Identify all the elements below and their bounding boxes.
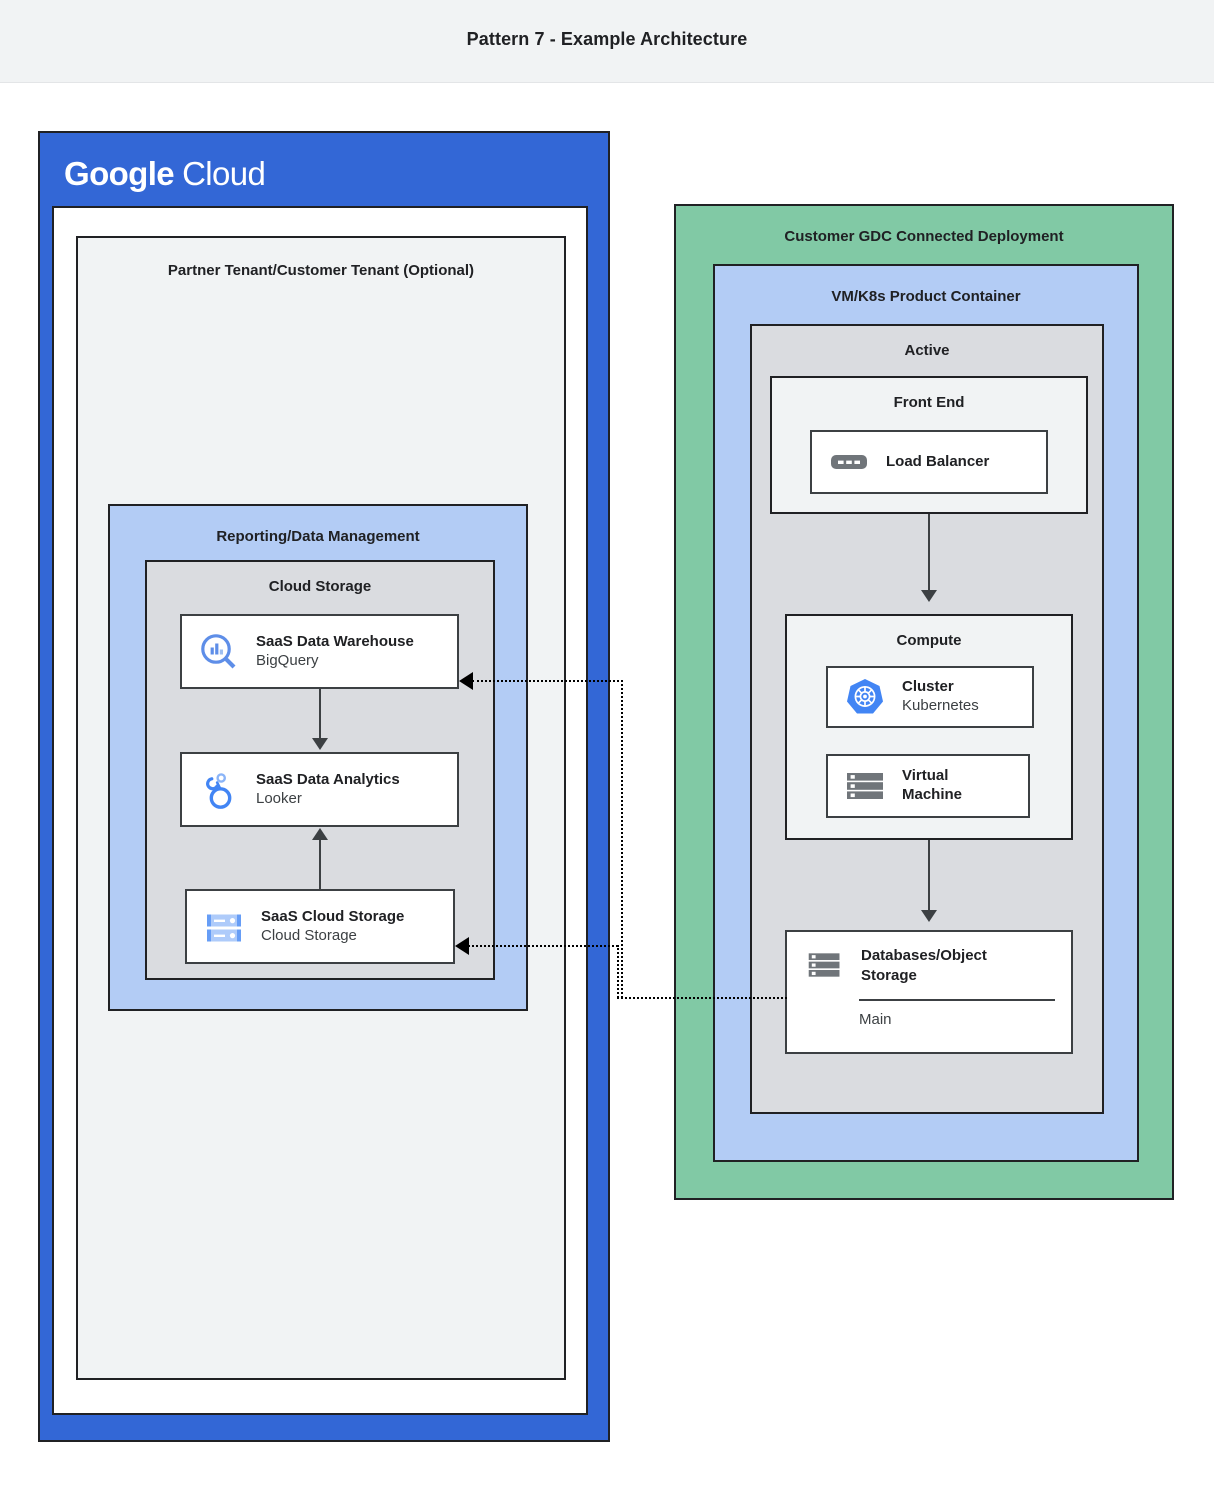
gcp-project-box: Partner Tenant/Customer Tenant (Optional… [52, 206, 588, 1415]
database-icon [803, 946, 847, 986]
db-footer-label: Main [859, 1010, 892, 1028]
card-virtual-machine[interactable]: Virtual Machine [826, 754, 1030, 818]
vm-k8s-title: VM/K8s Product Container [831, 288, 1021, 305]
card-title: SaaS Data Warehouse [256, 632, 414, 650]
card-saas-data-analytics-text: SaaS Data Analytics Looker [256, 771, 457, 809]
kubernetes-icon [842, 674, 888, 720]
active-title: Active [904, 342, 950, 359]
connector-db-to-bigquery-arrowhead [459, 672, 473, 690]
db-head: Databases/Object Storage [787, 932, 1071, 987]
arrow-frontend-to-compute [928, 514, 930, 592]
card-title: Load Balancer [886, 452, 990, 470]
card-title: Databases/Object [861, 947, 987, 964]
page-title: Pattern 7 - Example Architecture [466, 29, 748, 49]
header-bar: Pattern 7 - Example Architecture [0, 0, 1214, 83]
card-subtitle: Kubernetes [902, 697, 979, 714]
arrow-storage-to-analytics-head [312, 828, 328, 840]
load-balancer-icon [826, 439, 872, 485]
front-end-title: Front End [893, 394, 965, 411]
partner-tenant-box: Partner Tenant/Customer Tenant (Optional… [76, 236, 566, 1380]
card-title: Cluster [902, 678, 954, 696]
card-saas-data-warehouse-text: SaaS Data Warehouse BigQuery [256, 633, 457, 671]
db-divider [859, 998, 1055, 1001]
connector-db-to-cloud-storage-horizontal [468, 945, 618, 947]
card-title-line2: Machine [902, 786, 963, 803]
customer-gdc-container: Customer GDC Connected Deployment VM/K8s… [674, 204, 1174, 1200]
card-databases-object-storage[interactable]: Databases/Object Storage Main [785, 930, 1073, 1054]
connector-db-to-bigquery-horizontal [472, 680, 623, 682]
arrow-warehouse-to-analytics-head [312, 738, 328, 750]
virtual-machine-icon [842, 763, 888, 809]
front-end-box: Front End Load Balancer [770, 376, 1088, 514]
card-cluster-text: Cluster Kubernetes [902, 678, 1032, 716]
card-load-balancer-text: Load Balancer [886, 453, 1046, 472]
connector-db-to-cloud-storage-vertical [617, 945, 619, 998]
partner-tenant-title: Partner Tenant/Customer Tenant (Optional… [167, 262, 475, 279]
arrow-frontend-to-compute-head [921, 590, 937, 602]
google-cloud-logo-cloud: Cloud [182, 155, 266, 192]
card-saas-data-warehouse[interactable]: SaaS Data Warehouse BigQuery [180, 614, 459, 689]
cloud-storage-group-box: Cloud Storage [145, 560, 495, 980]
card-title: Virtual [902, 767, 949, 785]
card-saas-data-analytics[interactable]: SaaS Data Analytics Looker [180, 752, 459, 827]
card-title: SaaS Data Analytics [256, 770, 400, 788]
card-saas-cloud-storage[interactable]: SaaS Cloud Storage Cloud Storage [185, 889, 455, 964]
card-subtitle: Cloud Storage [261, 926, 357, 944]
vm-k8s-product-container: VM/K8s Product Container Active Front En… [713, 264, 1139, 1162]
card-virtual-machine-text: Virtual Machine [902, 767, 1028, 805]
arrow-storage-to-analytics [319, 839, 321, 889]
reporting-title: Reporting/Data Management [216, 528, 420, 545]
bigquery-icon [196, 629, 242, 675]
google-cloud-logo-google: Google [64, 155, 175, 192]
customer-gdc-title: Customer GDC Connected Deployment [784, 228, 1064, 245]
cloud-storage-group-title: Cloud Storage [268, 578, 372, 595]
connector-db-bottom-horizontal [617, 997, 787, 999]
card-cluster-kubernetes[interactable]: Cluster Kubernetes [826, 666, 1034, 728]
looker-icon [196, 767, 242, 813]
connector-db-to-cloud-storage-arrowhead [455, 937, 469, 955]
compute-box: Compute [785, 614, 1073, 840]
arrow-compute-to-database [928, 840, 930, 912]
arrow-warehouse-to-analytics [319, 689, 321, 741]
card-title-line2: Storage [861, 967, 917, 985]
arrow-compute-to-database-head [921, 910, 937, 922]
card-subtitle: Looker [256, 789, 302, 807]
active-box: Active Front End [750, 324, 1104, 1114]
card-load-balancer[interactable]: Load Balancer [810, 430, 1048, 494]
db-text: Databases/Object Storage [861, 946, 987, 987]
compute-title: Compute [896, 632, 962, 649]
card-subtitle: BigQuery [256, 651, 319, 669]
cloud-storage-icon [201, 904, 247, 950]
connector-db-to-bigquery-vertical [621, 680, 623, 998]
card-title: SaaS Cloud Storage [261, 907, 405, 925]
card-saas-cloud-storage-text: SaaS Cloud Storage Cloud Storage [261, 908, 453, 946]
reporting-data-management-box: Reporting/Data Management Cloud Storage [108, 504, 528, 1011]
